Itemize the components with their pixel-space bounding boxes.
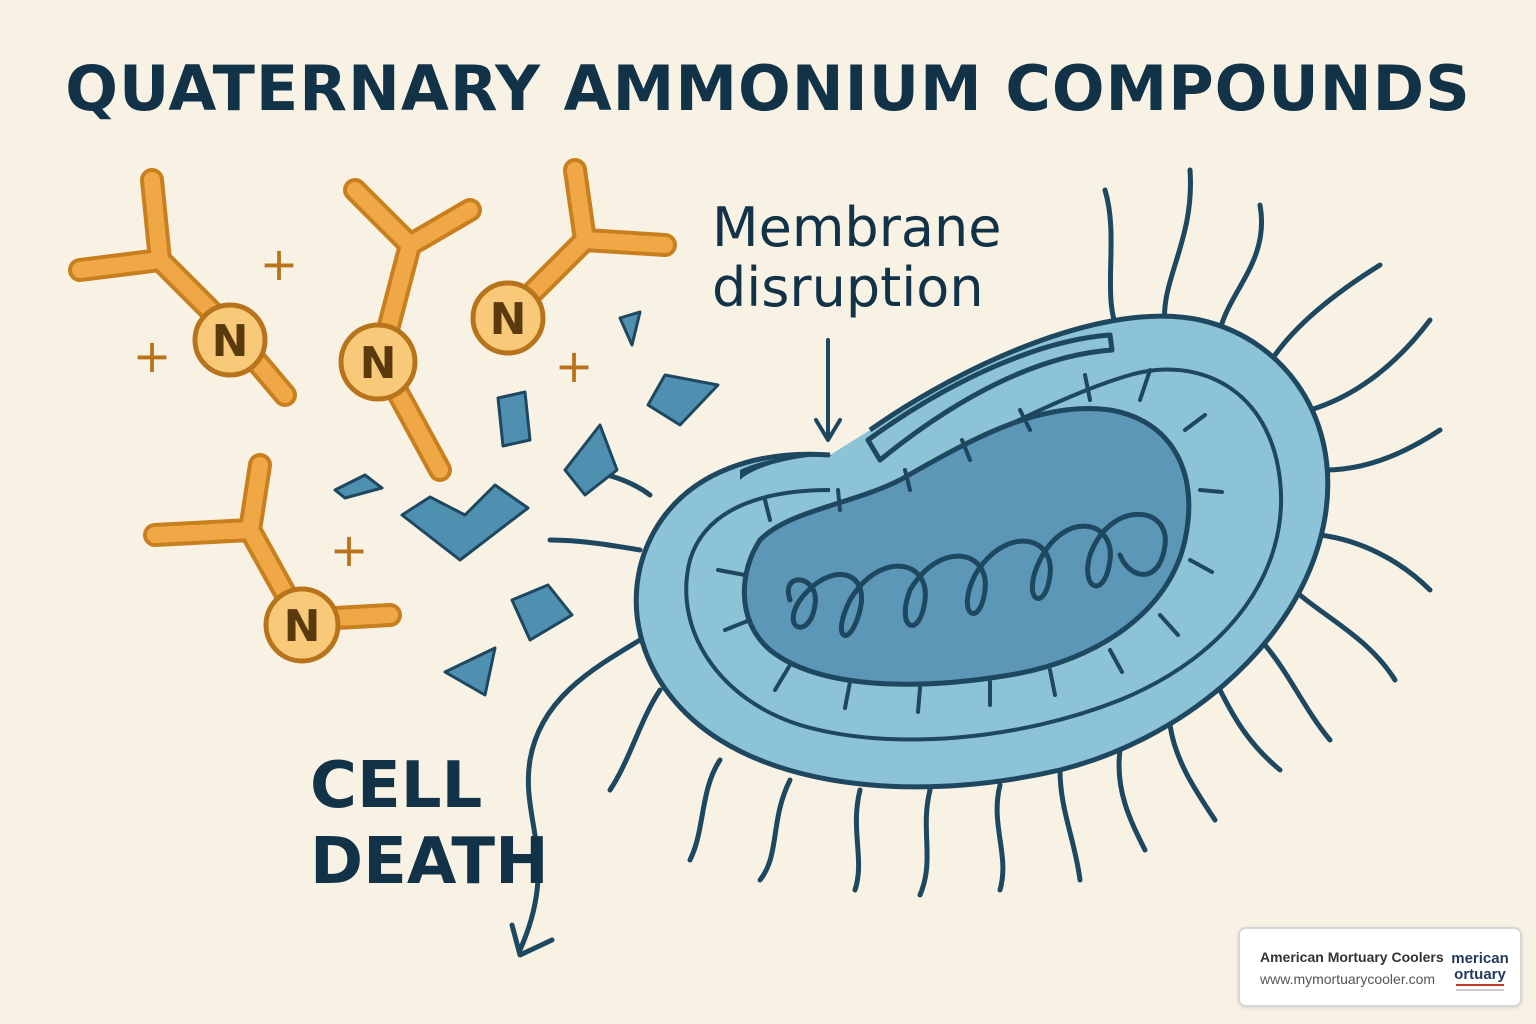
- nitrogen-atom: N: [470, 280, 546, 356]
- death-arrow: [509, 637, 643, 958]
- nitrogen-atom: N: [263, 586, 341, 664]
- atom-label: N: [360, 338, 397, 389]
- charge-sign: +: [260, 237, 299, 291]
- membrane-fragments: [333, 310, 720, 697]
- membrane-disruption-label: Membrane disruption: [712, 198, 1012, 318]
- atom-label: N: [212, 316, 249, 367]
- cell-death-label: CELL DEATH: [310, 748, 550, 900]
- diagram-title: QUATERNARY AMMONIUM COMPOUNDS: [65, 52, 1471, 125]
- membrane-flap: [865, 332, 1115, 463]
- death-label-line2: DEATH: [310, 825, 549, 899]
- quat-molecules: N N N N: [68, 158, 677, 664]
- membrane-arrow: [814, 338, 842, 442]
- charge-sign: +: [330, 523, 369, 577]
- death-label-line1: CELL: [310, 749, 483, 823]
- membrane-label-line1: Membrane: [712, 196, 1002, 259]
- atom-label: N: [490, 294, 527, 345]
- dna-strand: [785, 511, 1168, 638]
- cell-inner-ring: [684, 367, 1284, 742]
- inner-ticks: [716, 368, 1224, 714]
- charge-sign: +: [133, 329, 172, 383]
- watermark-url: www.mymortuarycooler.com: [1260, 971, 1436, 987]
- svg-text:ortuary: ortuary: [1454, 966, 1506, 983]
- svg-text:merican: merican: [1452, 950, 1508, 967]
- watermark-name: American Mortuary Coolers: [1260, 949, 1444, 965]
- membrane-label-line2: disruption: [712, 256, 984, 319]
- charge-sign: +: [555, 339, 594, 393]
- flagella: [547, 167, 1443, 898]
- nitrogen-atom: N: [192, 302, 268, 378]
- positive-charges: + + + +: [133, 237, 594, 577]
- atom-label: N: [284, 601, 321, 652]
- nitrogen-atom: N: [338, 322, 418, 402]
- membrane-break-left: [740, 454, 832, 480]
- watermark-badge[interactable]: American Mortuary Coolers www.mymortuary…: [1238, 927, 1522, 1007]
- company-logo-icon: merican ortuary: [1452, 943, 1508, 995]
